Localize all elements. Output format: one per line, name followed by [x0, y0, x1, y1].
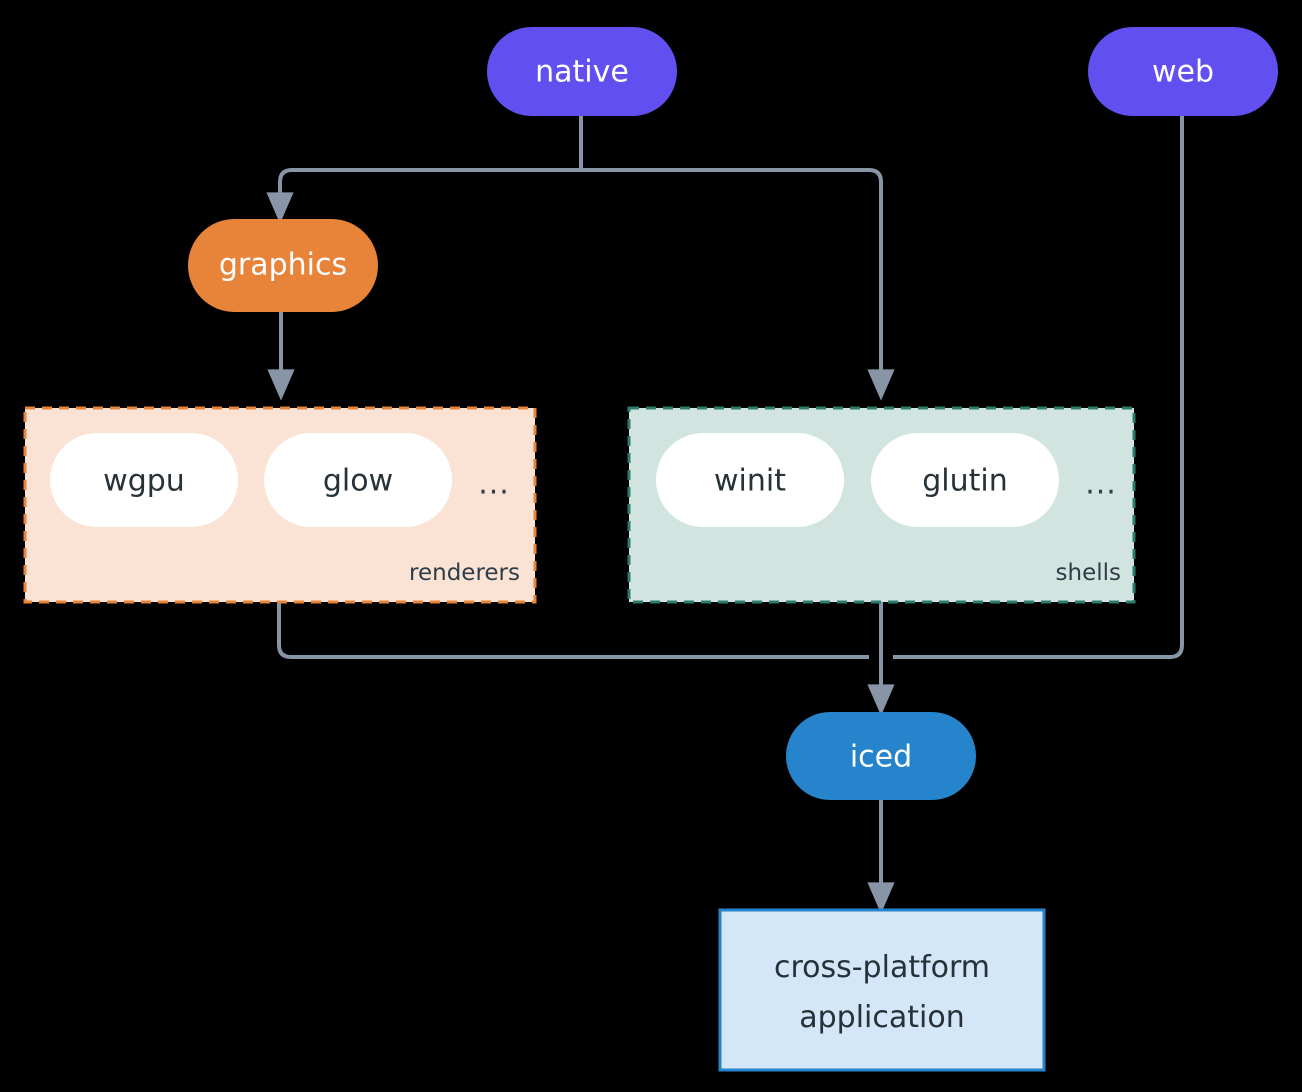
group-renderers: wgpu glow ... renderers: [23, 406, 537, 604]
chip-winit-label: winit: [714, 464, 786, 499]
node-graphics-label: graphics: [219, 248, 347, 283]
chip-wgpu[interactable]: [50, 433, 238, 527]
group-shells: winit glutin ... shells: [627, 406, 1136, 604]
edge-web-to-iced: [893, 116, 1184, 659]
chip-wgpu-label: wgpu: [103, 464, 185, 499]
node-web[interactable]: web: [1088, 27, 1278, 116]
node-iced[interactable]: iced: [786, 712, 976, 800]
node-native-shape[interactable]: [487, 27, 677, 116]
node-application-label-line2: application: [799, 1000, 964, 1035]
node-graphics[interactable]: graphics: [188, 219, 378, 312]
shells-caption: shells: [1056, 560, 1121, 586]
node-application-label-line1: cross-platform: [774, 950, 990, 985]
shells-ellipsis: ...: [1085, 467, 1117, 502]
node-web-label: web: [1152, 55, 1214, 90]
chip-glow[interactable]: [264, 433, 452, 527]
chip-glutin[interactable]: [871, 433, 1059, 527]
chip-glow-label: glow: [323, 464, 393, 499]
node-native-label: native: [535, 55, 629, 90]
connector-layer: [266, 116, 1184, 914]
chip-glutin-label: glutin: [922, 464, 1008, 499]
edge-native-to-shells: [581, 168, 895, 401]
node-graphics-shape[interactable]: [188, 219, 378, 312]
renderers-ellipsis: ...: [478, 467, 510, 502]
node-web-shape[interactable]: [1088, 27, 1278, 116]
node-native[interactable]: native: [487, 27, 677, 116]
node-application-shape[interactable]: [718, 908, 1046, 1072]
node-application[interactable]: cross-platform application: [718, 908, 1046, 1072]
renderers-caption: renderers: [409, 560, 520, 586]
node-iced-shape[interactable]: [786, 712, 976, 800]
node-iced-label: iced: [850, 740, 912, 775]
edge-renderers-to-iced: [277, 602, 869, 659]
edge-native-to-graphics: [266, 168, 581, 224]
chip-winit[interactable]: [656, 433, 844, 527]
